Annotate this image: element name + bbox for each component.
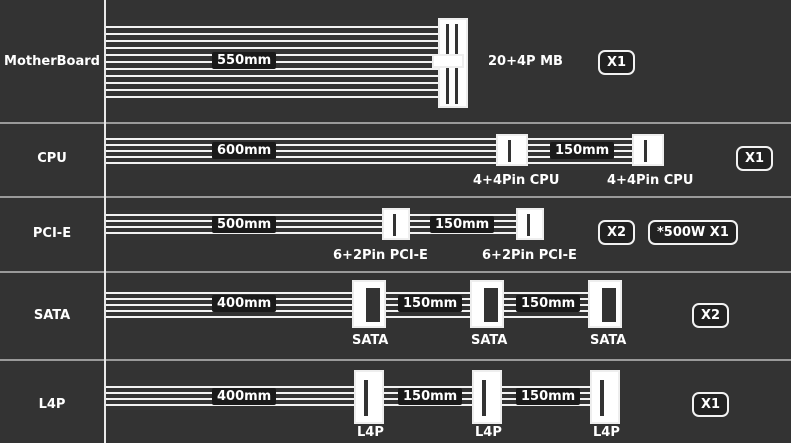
cable-length: 150mm — [430, 216, 495, 233]
connector-label: 4+4Pin CPU — [607, 173, 694, 188]
quantity-badge: X2 — [692, 303, 730, 328]
cable-length: 150mm — [398, 295, 463, 312]
connector-label: SATA — [352, 333, 389, 348]
connector-label: L4P — [593, 425, 620, 440]
row-divider — [0, 359, 791, 361]
connector-label: 6+2Pin PCI-E — [482, 248, 577, 263]
row-divider — [0, 122, 791, 124]
pcie-connector-icon — [516, 208, 544, 240]
note-badge: *500W X1 — [648, 220, 738, 245]
quantity-badge: X1 — [598, 50, 636, 75]
l4p-connector-icon — [472, 370, 502, 424]
l4p-connector-icon — [354, 370, 384, 424]
sata-connector-icon — [470, 280, 504, 328]
quantity-badge: X2 — [598, 220, 636, 245]
sata-cable — [106, 292, 596, 318]
cable-length: 150mm — [398, 388, 463, 405]
connector-label: 6+2Pin PCI-E — [333, 248, 428, 263]
row-label: SATA — [33, 308, 71, 323]
row-divider — [0, 196, 791, 198]
label-column-separator — [104, 0, 106, 443]
connector-label: L4P — [475, 425, 502, 440]
connector-label: SATA — [590, 333, 627, 348]
row-divider — [0, 271, 791, 273]
row-label: PCI-E — [32, 226, 72, 241]
quantity-badge: X1 — [692, 392, 730, 417]
cpu-cable — [106, 138, 636, 164]
l4p-cable — [106, 386, 596, 406]
cable-length: 550mm — [212, 52, 277, 69]
cable-length: 500mm — [212, 216, 277, 233]
sata-connector-icon — [588, 280, 622, 328]
row-label: MotherBoard — [4, 54, 100, 69]
connector-label: L4P — [357, 425, 384, 440]
connector-label: 20+4P MB — [488, 54, 563, 69]
cable-length: 150mm — [516, 388, 581, 405]
cable-length: 150mm — [516, 295, 581, 312]
cable-length: 600mm — [212, 142, 277, 159]
quantity-badge: X1 — [736, 146, 774, 171]
l4p-connector-icon — [590, 370, 620, 424]
connector-label: SATA — [471, 333, 508, 348]
row-label: L4P — [38, 397, 66, 412]
cable-length: 400mm — [212, 295, 277, 312]
cpu-connector-icon — [496, 134, 528, 166]
row-label: CPU — [37, 151, 67, 166]
cable-length: 150mm — [550, 142, 615, 159]
cable-length: 400mm — [212, 388, 277, 405]
mb-clip-icon — [432, 54, 464, 68]
pcie-connector-icon — [382, 208, 410, 240]
cpu-connector-icon — [632, 134, 664, 166]
pcie-cable — [106, 214, 518, 234]
connector-label: 4+4Pin CPU — [473, 173, 560, 188]
sata-connector-icon — [352, 280, 386, 328]
